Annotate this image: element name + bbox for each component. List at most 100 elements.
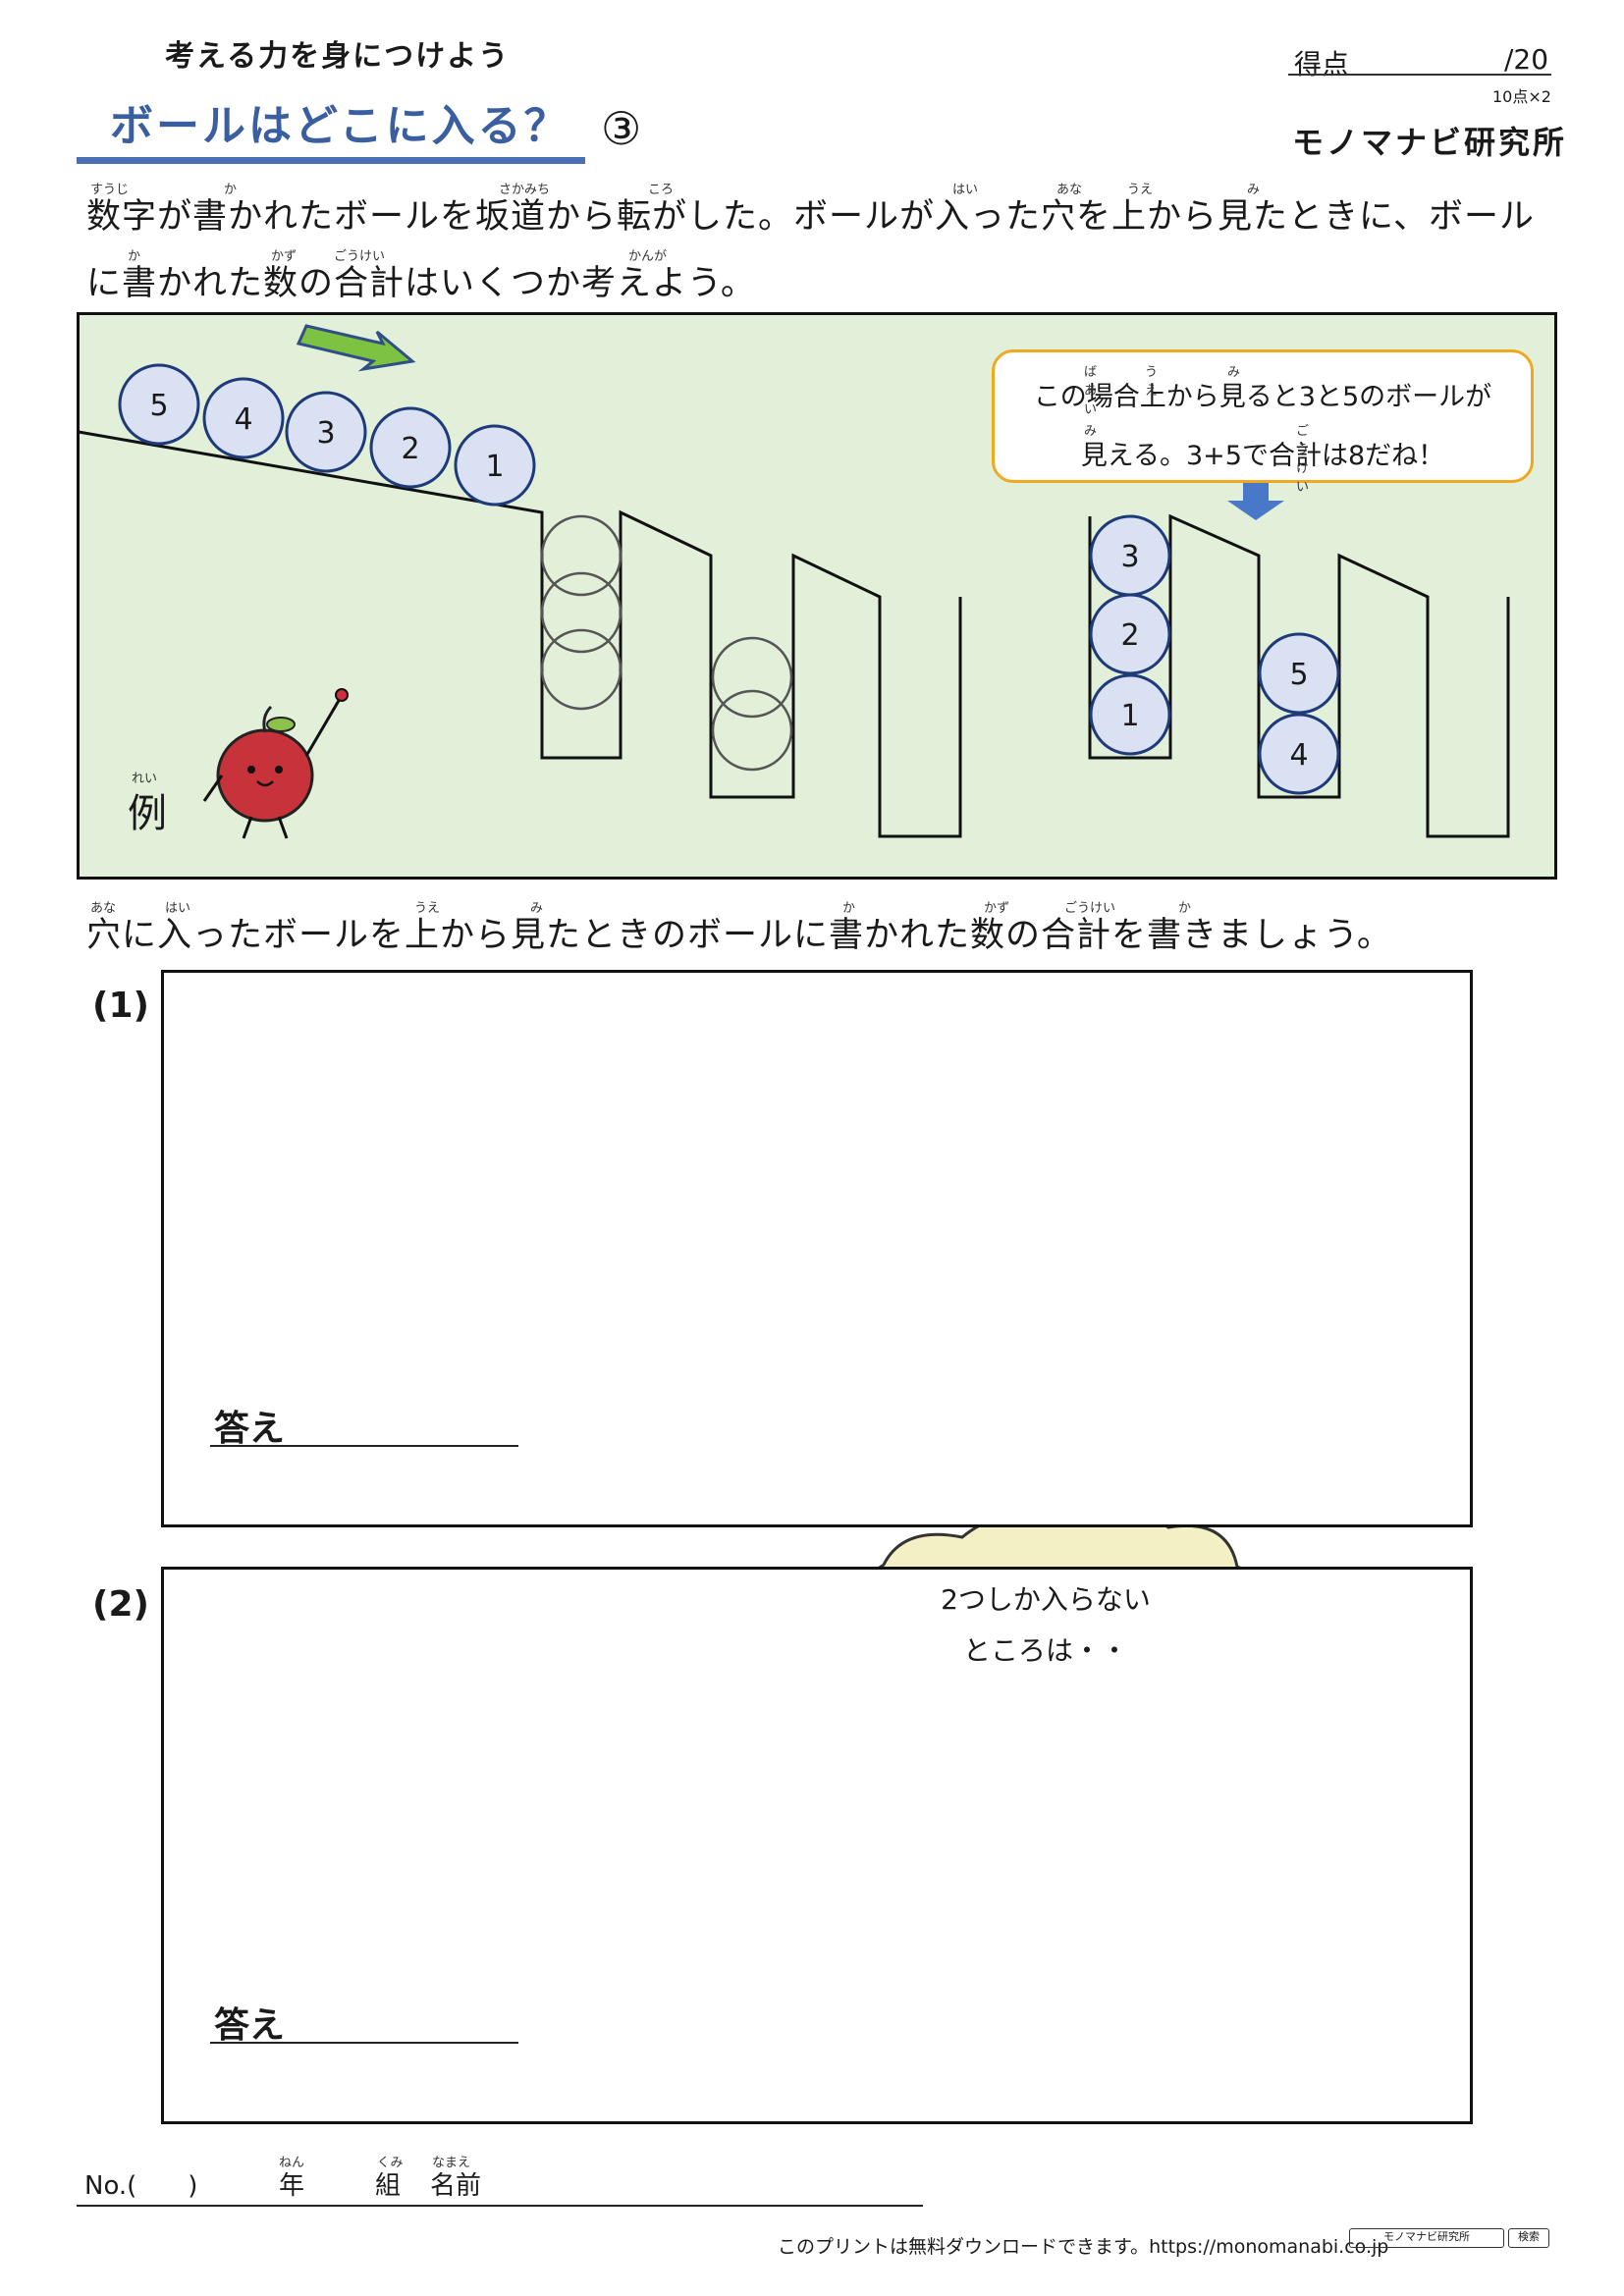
thought-line-2: ところは・・ <box>962 1634 1128 1667</box>
down-arrow-icon <box>1227 479 1284 520</box>
furigana: かんが <box>628 249 668 264</box>
furigana: はい <box>165 901 191 916</box>
thought-line-1: 2つしか入らない <box>941 1583 1151 1616</box>
grade-label: 年 <box>279 2171 305 2201</box>
explanation-bubble <box>992 349 1534 483</box>
answer-2-label: 答え <box>214 2005 286 2046</box>
numbered-ball <box>454 424 536 507</box>
instruction-ruby-line2: か かず ごうけい かんが <box>0 245 1624 264</box>
furigana: み <box>1084 424 1098 439</box>
thought-cloud-text: 2つしか入らない ところは・・ <box>864 1575 1227 1677</box>
download-note: このプリントは無料ダウンロードできます。https://monomanabi.c… <box>778 2236 1389 2258</box>
furigana: うえ <box>1145 365 1159 399</box>
numbered-ball <box>369 406 452 489</box>
empty-ball-slot <box>540 628 623 711</box>
ball-number: 3 <box>1120 540 1139 574</box>
example-slope-left <box>78 430 962 838</box>
direction-arrow <box>296 324 416 372</box>
furigana: かず <box>984 901 1010 916</box>
ball-number: 5 <box>149 389 168 423</box>
furigana: ごうけい <box>334 249 386 264</box>
furigana: か <box>1178 901 1192 916</box>
furigana: はい <box>952 183 979 197</box>
question-2-panel <box>161 1567 1473 2124</box>
example-label-ruby: れい <box>132 772 158 786</box>
apple-arm <box>202 774 224 802</box>
furigana: あな <box>90 901 117 916</box>
empty-ball-slot <box>711 689 793 772</box>
ball-number: 2 <box>401 432 419 466</box>
question-2-label: (2) <box>92 1584 149 1625</box>
ball-number: 5 <box>1289 658 1308 692</box>
brand-logo: モノマナビ研究所 <box>1292 124 1568 161</box>
question-1-label: (1) <box>92 986 149 1026</box>
apple-mascot <box>216 728 314 823</box>
instruction-line2: に書かれた数の合計はいくつか考えよう。 <box>86 264 756 303</box>
furigana: あな <box>1056 183 1083 197</box>
name-label: 名前 <box>430 2171 482 2201</box>
search-button[interactable]: 検索 <box>1508 2228 1549 2248</box>
bubble-text-line1: この場合上から見ると3と5のボールが <box>1033 382 1492 412</box>
numbered-ball <box>1089 593 1171 675</box>
ball-number: 1 <box>485 450 504 484</box>
furigana: み <box>530 901 544 916</box>
ball-number: 1 <box>1120 699 1139 733</box>
task-instruction: 穴に入ったボールを上から見たときのボールに書かれた数の合計を書きましょう。 <box>86 916 1392 955</box>
furigana: ころ <box>648 183 675 197</box>
answer-2-line[interactable] <box>210 2042 518 2044</box>
furigana: ごうけい <box>1064 901 1116 916</box>
ball-number: 3 <box>316 416 335 451</box>
ball-number: 4 <box>1289 738 1308 773</box>
instruction-ruby-line1: すうじかさかみちころはいあなうえみ <box>0 179 1624 197</box>
numbered-ball <box>1089 673 1171 756</box>
worksheet-number: ③ <box>601 102 642 155</box>
question-1-panel <box>161 970 1473 1527</box>
furigana: ごうけい <box>1296 424 1310 495</box>
search-box[interactable]: モノマナビ研究所 <box>1349 2228 1504 2248</box>
furigana: ばあい <box>1084 365 1098 417</box>
numbered-ball <box>1258 632 1340 715</box>
furigana: さかみち <box>499 183 551 197</box>
ball-number: 2 <box>1120 618 1139 653</box>
empty-ball-slot <box>711 636 793 719</box>
number-field[interactable]: No.( ) <box>84 2171 198 2201</box>
furigana: うえ <box>414 901 441 916</box>
apple-leg <box>277 816 289 839</box>
answer-1-line[interactable] <box>210 1445 518 1447</box>
pointer-tip <box>335 688 349 702</box>
furigana: み <box>1227 365 1241 380</box>
apple-eye <box>247 766 255 774</box>
furigana: か <box>128 249 141 264</box>
class-label: 組 <box>375 2171 402 2201</box>
class-ruby: くみ <box>377 2156 404 2170</box>
apple-leg <box>242 816 253 839</box>
name-ruby: なまえ <box>432 2156 471 2170</box>
score-total: /20 <box>1504 43 1549 76</box>
score-note: 10点×2 <box>1492 87 1551 106</box>
furigana: か <box>842 901 856 916</box>
bubble-text-line2: 見える。3+5で合計は8だね！ <box>1080 441 1445 471</box>
answer-1-label: 答え <box>214 1409 286 1449</box>
grade-ruby: ねん <box>279 2156 305 2170</box>
example-slope-right <box>1088 513 1510 838</box>
tagline: 考える力を身につけよう <box>165 39 511 74</box>
numbered-ball <box>1258 713 1340 795</box>
score-line <box>1288 74 1551 76</box>
instruction-line1: 数字が書かれたボールを坂道から転がした。ボールが入った穴を上から見たときに、ボー… <box>86 197 1535 237</box>
apple-stem <box>262 705 273 733</box>
example-label: 例 <box>128 791 167 836</box>
numbered-ball <box>118 363 200 446</box>
apple-leaf <box>266 717 296 732</box>
apple-mouth <box>256 780 274 787</box>
numbered-ball <box>285 391 367 473</box>
name-line[interactable] <box>77 2205 923 2207</box>
empty-ball-slot <box>540 571 623 654</box>
ball-number: 4 <box>234 402 252 437</box>
furigana: み <box>1247 183 1261 197</box>
page-title: ボールはどこに入る？ <box>110 101 570 151</box>
empty-ball-slot <box>540 514 623 597</box>
furigana: かず <box>271 249 298 264</box>
numbered-ball <box>202 377 285 459</box>
pointer-stick <box>304 698 342 757</box>
apple-eye <box>275 766 283 774</box>
